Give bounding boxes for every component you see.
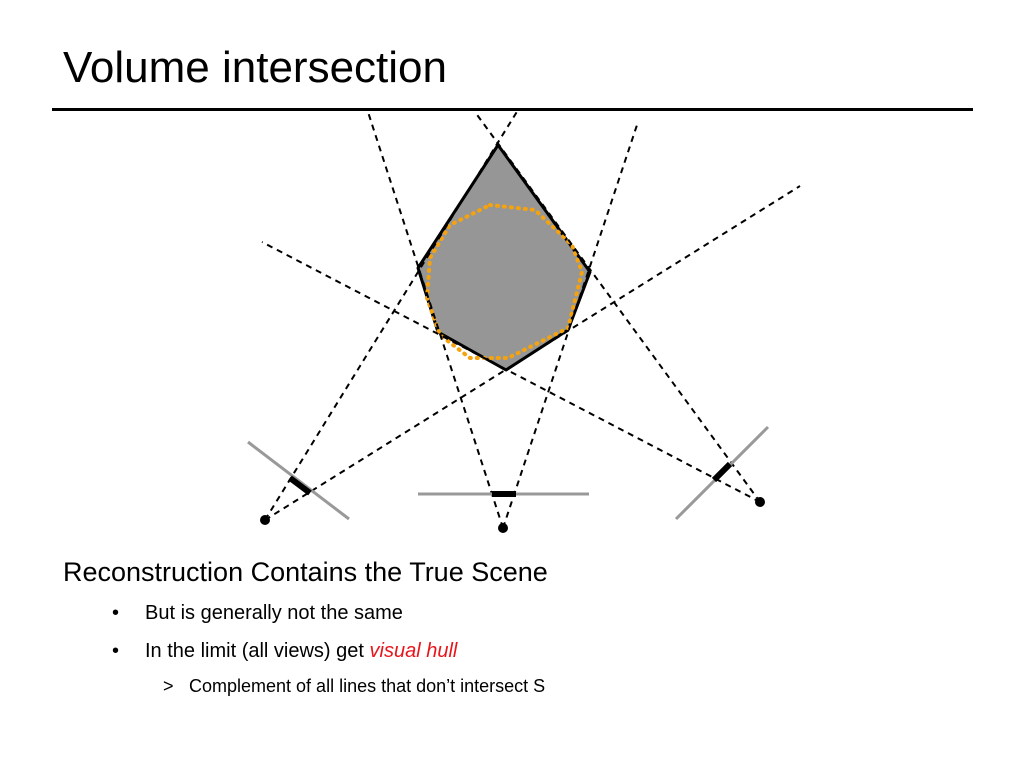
image-plane-left: [247, 440, 350, 521]
sub-bullet-text: Complement of all lines that don’t inter…: [189, 676, 546, 696]
sub-bullet-item: > Complement of all lines that don’t inte…: [163, 673, 545, 699]
ray-left-camera-upper: [264, 109, 519, 521]
ray-center-camera-right: [502, 121, 639, 529]
bullet-text: In the limit (all views) get: [145, 640, 370, 662]
bullet-text: But is generally not the same: [145, 602, 403, 624]
bullet-item: • But is generally not the same: [112, 599, 403, 627]
ray-center-camera-left: [367, 111, 504, 529]
bullet-marker: •: [112, 640, 120, 662]
sub-bullet-marker: >: [163, 676, 174, 696]
ray-right-camera-upper: [474, 111, 761, 503]
ray-right-camera-lower: [261, 241, 761, 503]
silhouette-segment-left: [288, 475, 312, 496]
true-scene-outline: [425, 203, 584, 360]
title-divider: [52, 108, 973, 111]
camera-center-middle: [498, 523, 508, 533]
main-point: Reconstruction Contains the True Scene: [63, 557, 548, 587]
bullet-marker: •: [112, 602, 120, 624]
visual-hull-emphasis: visual hull: [369, 640, 458, 662]
visual-hull-polygon: [416, 143, 592, 372]
ray-left-camera-lower: [264, 185, 801, 521]
camera-center-right: [755, 497, 765, 507]
camera-center-left: [260, 515, 270, 525]
image-plane-right: [674, 425, 770, 521]
bullet-item: • In the limit (all views) get visual hul…: [112, 637, 457, 665]
silhouette-segment-right: [711, 461, 733, 483]
slide-title: Volume intersection: [63, 43, 447, 92]
